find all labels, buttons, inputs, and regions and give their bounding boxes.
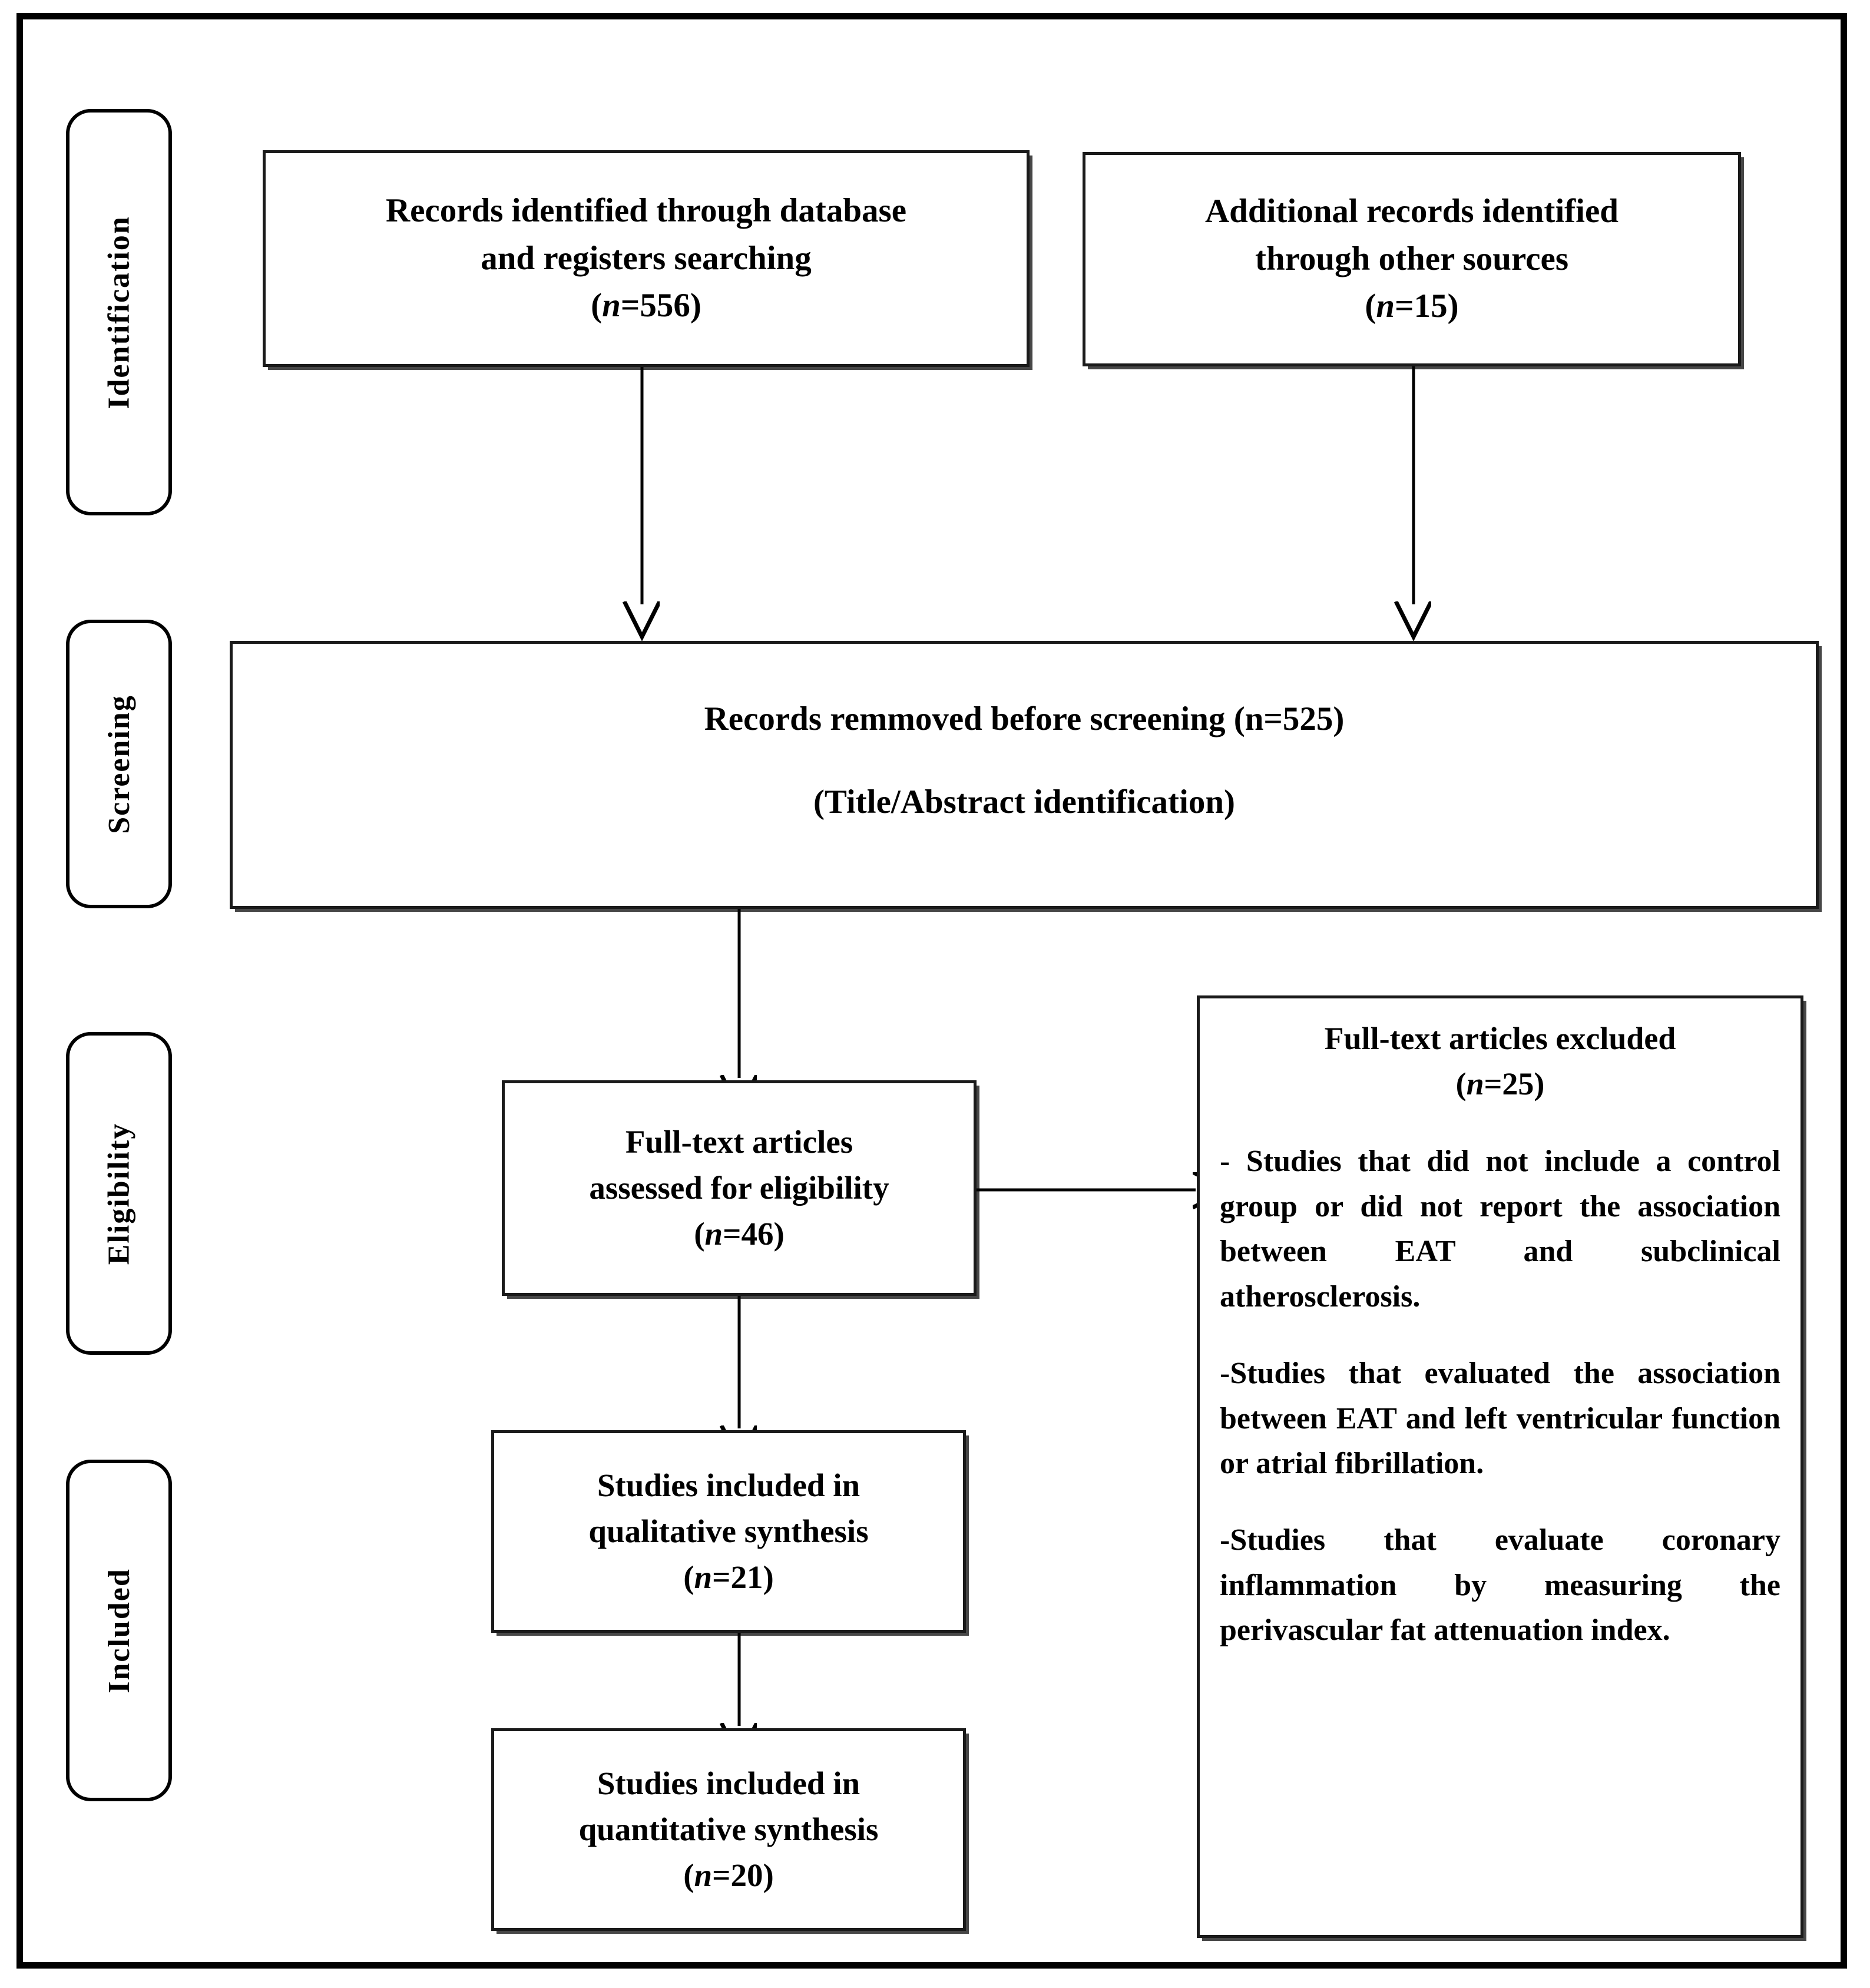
fulltext-assessed-line1: Full-text articles — [625, 1123, 853, 1160]
fulltext-excluded-title: Full-text articles excluded (n=25) — [1220, 1016, 1780, 1106]
stage-label-identification-text: Identification — [102, 215, 136, 409]
box-fulltext-assessed: Full-text articles assessed for eligibil… — [502, 1080, 977, 1296]
outer-frame — [16, 13, 1847, 1969]
box-records-removed: Records remmoved before screening (n=525… — [230, 641, 1819, 909]
stage-label-eligibility: Eligibility — [66, 1032, 172, 1355]
records-removed-line2: (Title/Abstract identification) — [813, 783, 1236, 821]
stage-label-eligibility-text: Eligibility — [102, 1122, 136, 1265]
stage-label-screening-text: Screening — [102, 694, 136, 834]
records-database-count: (n=556) — [591, 287, 701, 325]
stage-label-included-text: Included — [102, 1567, 136, 1693]
records-removed-line1: Records remmoved before screening (n=525… — [704, 700, 1345, 737]
exclusion-reason-1: - Studies that did not include a control… — [1220, 1144, 1780, 1314]
stage-label-included: Included — [66, 1460, 172, 1801]
fulltext-excluded-title-count: (n=25) — [1455, 1066, 1545, 1101]
fulltext-excluded-title-line1: Full-text articles excluded — [1324, 1021, 1676, 1056]
stage-label-identification: Identification — [66, 109, 172, 515]
stage-label-screening: Screening — [66, 620, 172, 908]
box-fulltext-excluded: Full-text articles excluded (n=25) - Stu… — [1197, 995, 1803, 1938]
records-other-line2: through other sources — [1255, 240, 1569, 277]
records-other-count: (n=15) — [1365, 287, 1459, 325]
box-quantitative-synthesis: Studies included in quantitative synthes… — [491, 1728, 966, 1931]
fulltext-assessed-count: (n=46) — [694, 1216, 785, 1252]
quantitative-line2: quantitative synthesis — [578, 1811, 879, 1847]
records-database-line1: Records identified through database — [385, 191, 907, 229]
exclusion-reason-2: -Studies that evaluated the association … — [1220, 1357, 1780, 1480]
fulltext-assessed-line2: assessed for eligibility — [589, 1169, 889, 1206]
qualitative-line1: Studies included in — [597, 1467, 860, 1503]
records-other-line1: Additional records identified — [1205, 192, 1619, 230]
box-records-identified-database: Records identified through database and … — [263, 150, 1030, 367]
qualitative-count: (n=21) — [683, 1559, 774, 1596]
box-records-identified-other: Additional records identified through ot… — [1083, 152, 1741, 366]
records-database-line2: and registers searching — [481, 239, 812, 277]
quantitative-count: (n=20) — [683, 1857, 774, 1894]
quantitative-line1: Studies included in — [597, 1765, 860, 1801]
box-qualitative-synthesis: Studies included in qualitative synthesi… — [491, 1430, 966, 1633]
qualitative-line2: qualitative synthesis — [588, 1513, 869, 1549]
exclusion-reason-3: -Studies that evaluate coronary inflamma… — [1220, 1523, 1780, 1648]
